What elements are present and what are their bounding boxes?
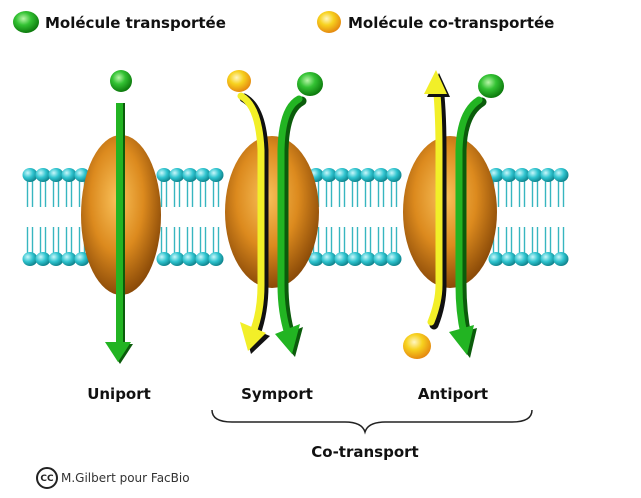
lipid-head <box>515 168 530 182</box>
symport-label: Symport <box>241 385 313 403</box>
transported-molecule-legend-label: Molécule transportée <box>45 14 226 32</box>
lipid-head <box>209 168 224 182</box>
lipid-head <box>196 168 211 182</box>
antiport-label: Antiport <box>418 385 488 403</box>
lipid-head <box>515 252 530 266</box>
lipid-head <box>528 168 543 182</box>
lipid-head <box>502 168 517 182</box>
cotransported-molecule-legend-icon <box>317 11 341 33</box>
antiport-transported-molecule <box>478 74 504 98</box>
lipid-head <box>322 252 337 266</box>
lipid-head <box>36 252 51 266</box>
symport-protein <box>225 136 319 288</box>
lipid-head <box>322 168 337 182</box>
antiport-cotransported-molecule <box>403 333 431 359</box>
lipid-head <box>374 252 389 266</box>
lipid-head <box>170 168 185 182</box>
uniport-transporter <box>81 70 161 364</box>
lipid-head <box>157 168 172 182</box>
lipid-head <box>335 168 350 182</box>
lipid-head <box>36 168 51 182</box>
lipid-head <box>335 252 350 266</box>
lipid-head <box>49 252 64 266</box>
lipid-head <box>196 252 211 266</box>
lipid-head <box>361 252 376 266</box>
lipid-head <box>170 252 185 266</box>
lipid-head <box>374 168 389 182</box>
cotransport-label: Co-transport <box>311 443 418 461</box>
lipid-head <box>183 252 198 266</box>
lipid-head <box>23 168 38 182</box>
lipid-head <box>62 168 77 182</box>
lipid-head <box>348 168 363 182</box>
transported-molecule-legend-icon <box>13 11 39 33</box>
lipid-head <box>528 252 543 266</box>
lipid-head <box>541 168 556 182</box>
lipid-head <box>361 168 376 182</box>
lipid-head <box>348 252 363 266</box>
credit-text: M.Gilbert pour FacBio <box>61 471 190 485</box>
lipid-head <box>23 252 38 266</box>
antiport-transporter <box>403 70 504 359</box>
lipid-head <box>49 168 64 182</box>
lipid-head <box>387 168 402 182</box>
credit: CC M.Gilbert pour FacBio <box>37 468 190 488</box>
lipid-head <box>183 168 198 182</box>
uniport-transported-molecule <box>110 70 132 92</box>
antiport-protein <box>403 136 497 288</box>
lipid-head <box>157 252 172 266</box>
lipid-head <box>489 252 504 266</box>
symport-transporter <box>225 70 323 357</box>
cc-mark: CC <box>40 474 54 484</box>
lipid-head <box>62 252 77 266</box>
lipid-head <box>541 252 556 266</box>
lipid-head <box>554 252 569 266</box>
symport-transported-molecule <box>297 72 323 96</box>
cotransport-brace <box>212 410 532 432</box>
symport-cotransported-molecule <box>227 70 251 92</box>
lipid-head <box>387 252 402 266</box>
lipid-head <box>554 168 569 182</box>
uniport-label: Uniport <box>87 385 151 403</box>
cotransported-molecule-legend-label: Molécule co-transportée <box>348 14 554 32</box>
lipid-head <box>502 252 517 266</box>
lipid-head <box>209 252 224 266</box>
legend: Molécule transportée Molécule co-transpo… <box>13 11 554 33</box>
